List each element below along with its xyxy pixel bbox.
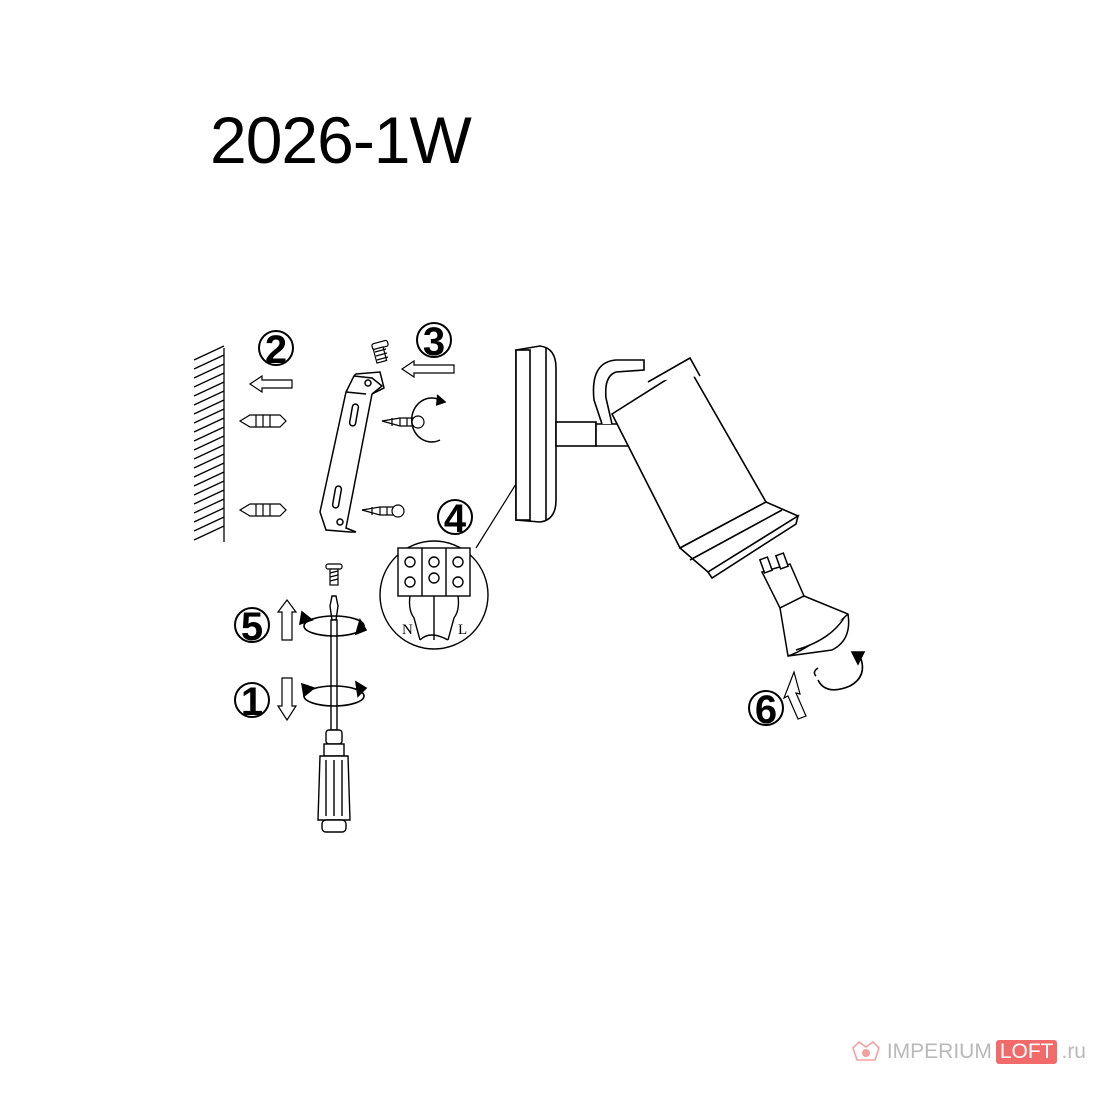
left-arrow-icon (400, 359, 455, 379)
rotate-arrow-icon (410, 394, 447, 443)
step-3-marker: 3 (416, 320, 452, 364)
hatch-line (193, 480, 225, 496)
step-3-number: 3 (423, 320, 445, 364)
step-1-number: 1 (241, 680, 263, 724)
pan-screw-icon (325, 563, 343, 586)
hatch-line (193, 498, 225, 514)
hatch-line (193, 399, 225, 415)
step-5-marker: 5 (234, 605, 270, 649)
small-screw-icon (371, 339, 389, 364)
live-label: L (458, 622, 467, 638)
terminal-block-detail (379, 540, 489, 650)
rotate-arrow-icon (298, 610, 368, 637)
step-6-marker: 6 (748, 688, 784, 732)
step-5-number: 5 (241, 605, 263, 649)
hatch-line (193, 381, 225, 397)
hatch-line (193, 525, 225, 541)
wall-canopy (515, 345, 557, 523)
hatch-line (193, 444, 225, 460)
wall-plug-icon (238, 414, 287, 428)
hatch-line (193, 408, 225, 424)
watermark-tld: .ru (1061, 1040, 1086, 1063)
hatch-line (193, 453, 225, 469)
gu10-bulb-icon (758, 552, 850, 657)
watermark-badge: LOFT (995, 1040, 1058, 1064)
hatch-line (193, 417, 225, 433)
wood-screw-icon (361, 504, 405, 518)
wall-hatch (193, 345, 225, 542)
screwdriver-icon (317, 595, 351, 833)
hatch-line (193, 435, 225, 451)
hatch-line (193, 426, 225, 442)
hatch-line (193, 345, 225, 361)
step-2-marker: 2 (258, 328, 294, 372)
neutral-label: N (402, 622, 413, 638)
rotate-arrow-icon (813, 651, 866, 691)
wood-screw-icon (381, 415, 425, 429)
hatch-line (193, 372, 225, 388)
watermark-brand: IMPERIUM (886, 1040, 992, 1063)
up-arrow-icon (782, 670, 807, 720)
detail-leader-line (475, 483, 517, 549)
up-arrow-icon (276, 599, 298, 641)
hatch-line (193, 390, 225, 406)
crest-logo-icon (851, 1040, 880, 1061)
wall-plug-icon (238, 503, 287, 517)
step-4-marker: 4 (437, 497, 473, 541)
rotate-arrow-icon (300, 680, 368, 707)
hatch-line (193, 462, 225, 478)
watermark: IMPERIUM LOFT .ru (849, 1038, 1086, 1066)
step-2-number: 2 (265, 328, 287, 372)
hatch-line (193, 507, 225, 523)
lamp-head (610, 356, 800, 580)
left-arrow-icon (248, 374, 293, 394)
hatch-line (193, 516, 225, 532)
step-4-number: 4 (444, 497, 467, 541)
model-title: 2026-1W (210, 103, 472, 177)
hatch-line (193, 471, 225, 487)
mounting-bracket (319, 371, 385, 533)
step-1-marker: 1 (234, 680, 270, 724)
hatch-line (193, 489, 225, 505)
down-arrow-icon (276, 677, 298, 722)
step-6-number: 6 (755, 688, 777, 732)
hatch-line (193, 354, 225, 370)
hatch-line (193, 363, 225, 379)
